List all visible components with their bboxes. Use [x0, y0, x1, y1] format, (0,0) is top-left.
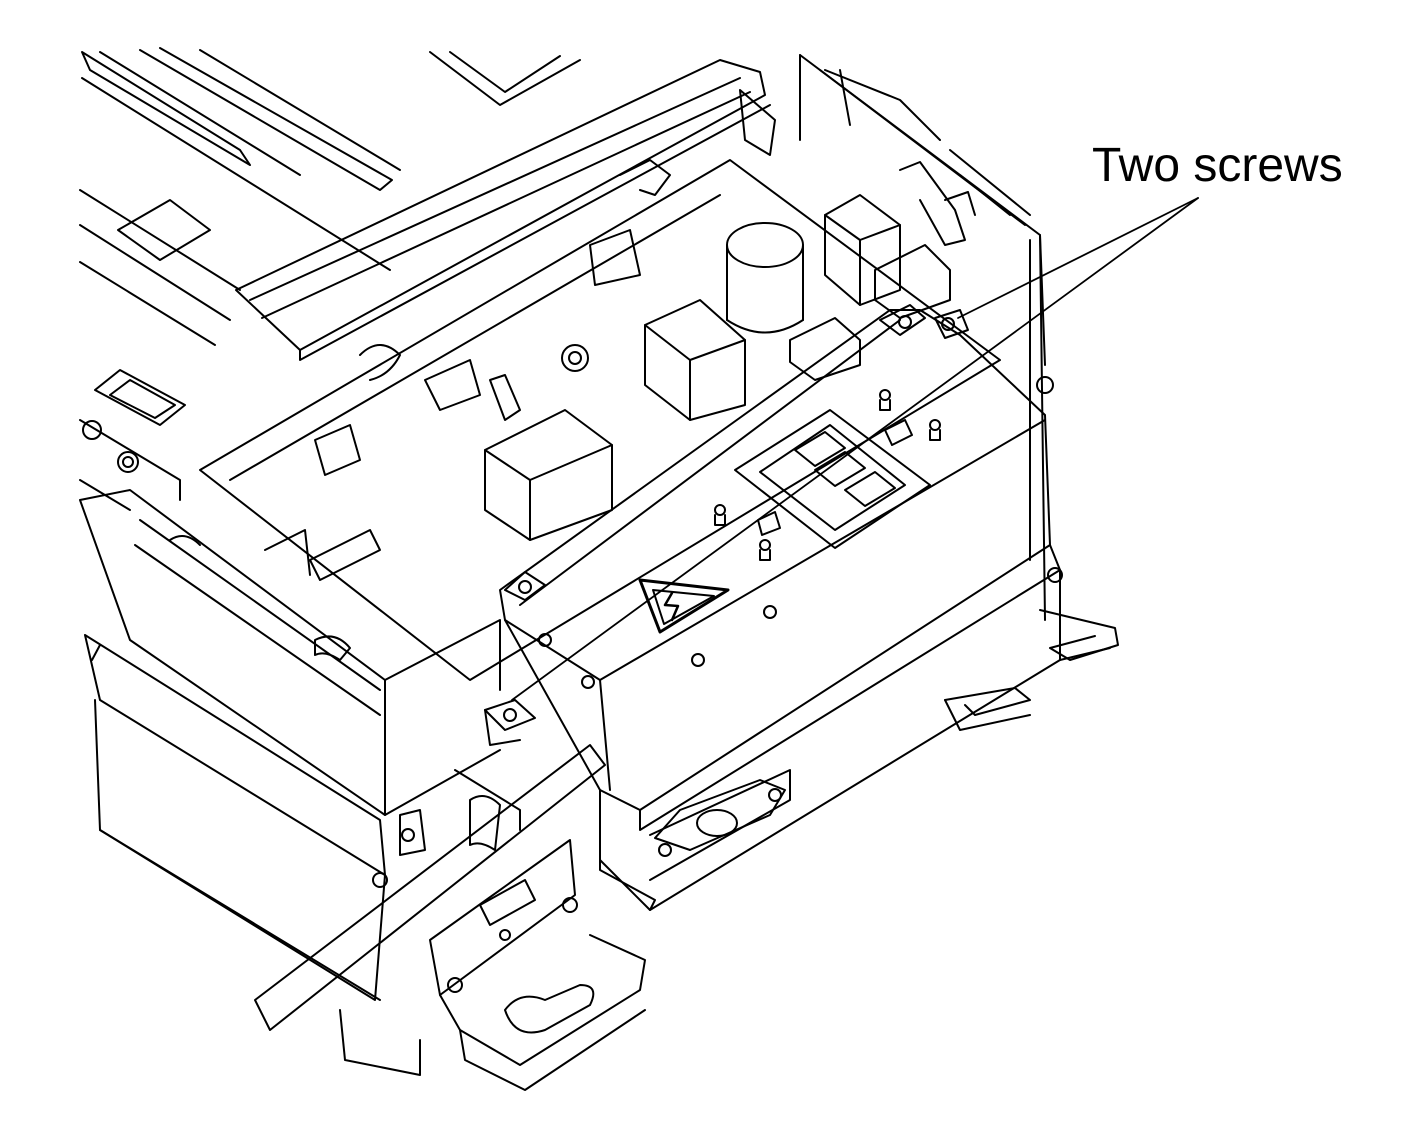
- mounting-brackets: [255, 610, 1118, 1090]
- callout-leader-lines: [512, 198, 1198, 700]
- left-lower-housing: [80, 490, 500, 1000]
- callout-two-screws-label: Two screws: [1092, 139, 1343, 192]
- high-voltage-warning-icon: [640, 580, 728, 632]
- right-frame: [740, 55, 1062, 620]
- electrical-cover: [500, 305, 1060, 910]
- stud-screws: [539, 390, 940, 688]
- circuit-board: [200, 160, 1000, 680]
- top-housing: [80, 48, 770, 510]
- flat-strip: [255, 745, 605, 1030]
